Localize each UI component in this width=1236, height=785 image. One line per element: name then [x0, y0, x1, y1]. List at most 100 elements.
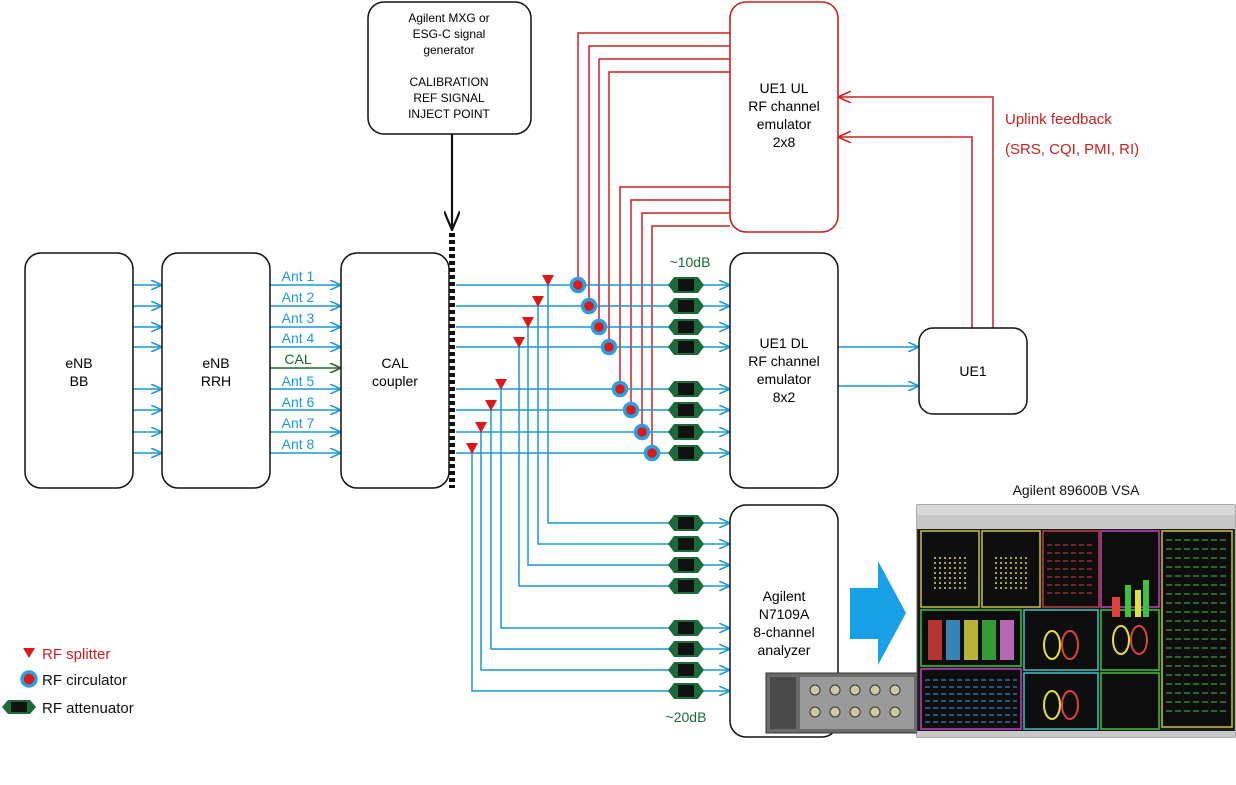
svg-text:8-channel: 8-channel	[753, 624, 815, 640]
dl-emulator-block: UE1 DL RF channel emulator 8x2	[729, 252, 839, 489]
constellation-dot	[939, 562, 941, 564]
rf-splitter-icon	[23, 648, 35, 658]
cal-coupler-line-1: CAL	[381, 355, 408, 371]
rf-attenuator-icon	[668, 641, 704, 657]
rf-circulator-icon	[611, 380, 629, 398]
constellation-dot	[954, 567, 956, 569]
constellation-dot	[949, 567, 951, 569]
cal-coupler-block: CAL coupler	[340, 252, 450, 489]
constellation-dot	[944, 557, 946, 559]
vsa-trace-block	[982, 620, 996, 660]
spectrum-bar	[1135, 590, 1141, 617]
vsa-trace-block	[1000, 620, 1014, 660]
constellation-dot	[1000, 562, 1002, 564]
constellation-dot	[1020, 582, 1022, 584]
connector-knob	[829, 684, 841, 696]
ant-label: Ant 8	[282, 436, 315, 452]
constellation-dot	[959, 587, 961, 589]
constellation-dot	[1010, 577, 1012, 579]
ant-label: Ant 7	[282, 415, 315, 431]
constellation-dot	[959, 562, 961, 564]
constellation-dot	[1000, 557, 1002, 559]
constellation-dot	[1025, 587, 1027, 589]
connector-knob	[869, 706, 881, 718]
splitter-tap-path	[471, 453, 730, 691]
legend-circulator-label: RF circulator	[42, 672, 127, 689]
splitter-tap-path	[547, 285, 730, 523]
rf-attenuator-icon	[668, 683, 704, 699]
constellation-dot	[1025, 567, 1027, 569]
constellation-dot	[934, 567, 936, 569]
rf-attenuator-icon	[2, 700, 36, 714]
spectrum-bar	[1143, 580, 1149, 617]
rf-splitter-icon	[485, 400, 497, 411]
vsa-screenshot-picture	[916, 504, 1236, 738]
uplink-feedback-detail: (SRS, CQI, PMI, RI)	[1005, 141, 1139, 158]
attenuation-bottom-label: ~20dB	[666, 709, 707, 725]
svg-text:UE1 UL: UE1 UL	[759, 80, 808, 96]
constellation-dot	[995, 567, 997, 569]
constellation-dot	[964, 557, 966, 559]
cal-label: CAL	[284, 351, 311, 367]
constellation-dot	[1015, 557, 1017, 559]
constellation-dot	[939, 582, 941, 584]
svg-text:2x8: 2x8	[773, 134, 796, 150]
ant-label: Ant 3	[282, 310, 315, 326]
rf-splitter-icon	[475, 422, 487, 433]
constellation-dot	[934, 572, 936, 574]
spectrum-bar	[1125, 585, 1131, 617]
constellation-dot	[1025, 562, 1027, 564]
beam-lobe	[1112, 625, 1130, 655]
constellation-dot	[1025, 582, 1027, 584]
constellation-dot	[995, 572, 997, 574]
constellation-dot	[1020, 572, 1022, 574]
rf-circulator-icon	[569, 276, 587, 294]
constellation-dot	[1005, 582, 1007, 584]
rf-attenuator-icon	[668, 578, 704, 594]
rf-circulator-icon	[643, 444, 661, 462]
ant-label: Ant 5	[282, 373, 315, 389]
svg-text:REF SIGNAL: REF SIGNAL	[413, 91, 485, 105]
ant-label: Ant 6	[282, 394, 315, 410]
splitter-tap-path	[527, 327, 730, 565]
spectrum-bar	[1112, 597, 1120, 617]
signal-generator-block: Agilent MXG or ESG-C signal generator CA…	[367, 1, 532, 135]
constellation-dot	[964, 567, 966, 569]
uplink-feedback-arrow	[838, 97, 994, 328]
connector-knob	[809, 706, 821, 718]
vsa-trace-block	[928, 620, 942, 660]
rf-attenuator-icon	[668, 339, 704, 355]
constellation-dot	[959, 582, 961, 584]
rf-splitter-icon	[513, 337, 525, 348]
constellation-dot	[1000, 572, 1002, 574]
constellation-dot	[949, 557, 951, 559]
rf-splitter-icon	[542, 275, 554, 286]
constellation-dot	[964, 562, 966, 564]
rf-circulator-icon	[580, 297, 598, 315]
constellation-dot	[959, 577, 961, 579]
constellation-dot	[949, 572, 951, 574]
enb-rrh-line-1: eNB	[202, 355, 229, 371]
constellation-dot	[964, 587, 966, 589]
rf-attenuator-icon	[668, 424, 704, 440]
constellation-dot	[934, 562, 936, 564]
constellation-dot	[1010, 562, 1012, 564]
constellation-dot	[939, 567, 941, 569]
constellation-dot	[1025, 557, 1027, 559]
svg-text:generator: generator	[423, 43, 474, 57]
svg-text:emulator: emulator	[757, 116, 812, 132]
circulator-uplink-path	[577, 32, 730, 285]
ul-emulator-block: UE1 UL RF channel emulator 2x8	[729, 1, 839, 233]
constellation-dot	[1000, 587, 1002, 589]
enb-rrh-line-2: RRH	[201, 373, 231, 389]
constellation-dot	[1025, 577, 1027, 579]
rf-circulator-icon	[590, 318, 608, 336]
uplink-feedback-title: Uplink feedback	[1005, 111, 1112, 128]
ant-label: Ant 2	[282, 289, 315, 305]
beam-lobe	[1043, 690, 1061, 720]
constellation-dot	[959, 557, 961, 559]
constellation-dot	[954, 557, 956, 559]
beam-lobe	[1043, 630, 1061, 660]
rf-attenuator-icon	[668, 277, 704, 293]
rf-attenuator-icon	[668, 557, 704, 573]
